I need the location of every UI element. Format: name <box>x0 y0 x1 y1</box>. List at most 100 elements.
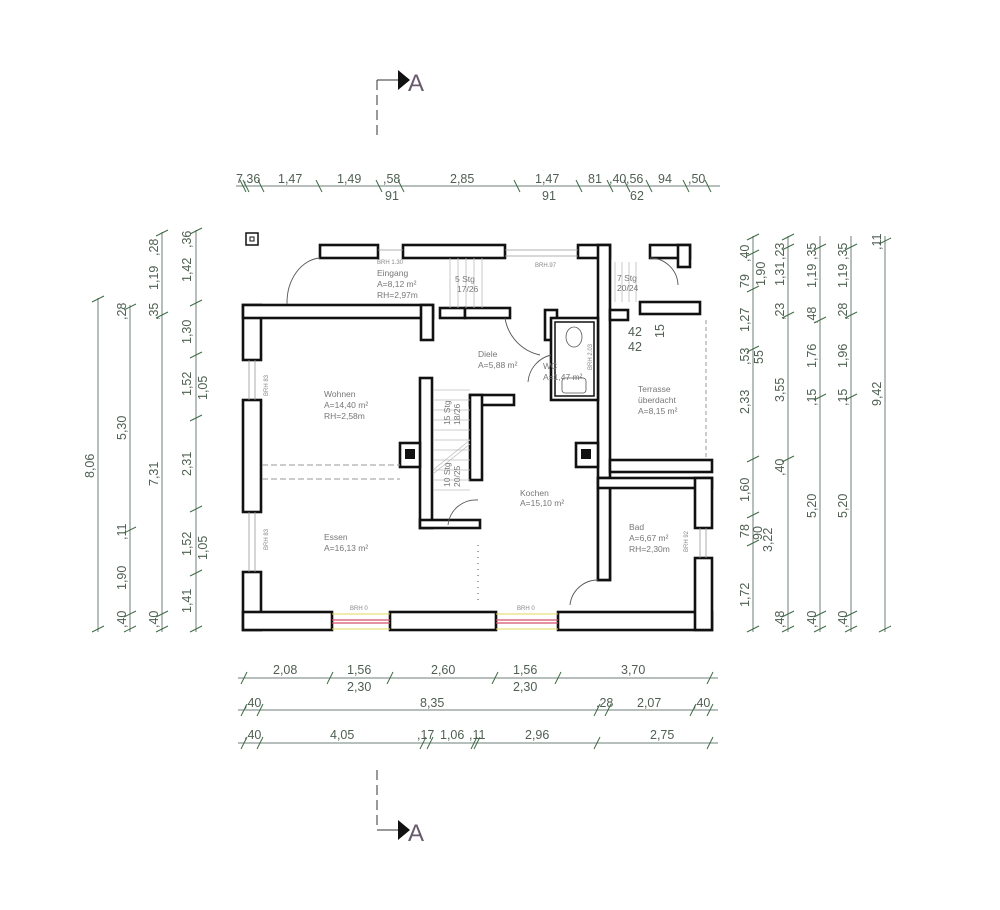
dim-label: 1,72 <box>738 583 752 607</box>
section-marker-bottom: A <box>376 770 424 847</box>
dim-label: 1,56 <box>347 663 371 677</box>
brh-label: BRH 92 <box>684 530 690 552</box>
dimension-left: 8,06 ,40 1,90 ,11 5,30 ,28 ,40 7,31 ,35 … <box>83 227 210 633</box>
dim-label: 1,76 <box>805 344 819 368</box>
dim-label: ,35 <box>836 243 850 260</box>
brh-label: BRH.97 <box>535 263 557 269</box>
stair-label: 15 Stg <box>442 400 452 425</box>
dim-label: 1,19 <box>836 264 850 288</box>
stair-label: 5 Stg <box>455 274 475 284</box>
room-area: A=5,88 m² <box>478 360 518 370</box>
dim-label: 3,70 <box>621 663 645 677</box>
dim-label: ,28 <box>115 303 129 320</box>
dim-label: 8,06 <box>83 454 97 478</box>
section-arrow-icon <box>398 820 410 840</box>
dimension-right: 1,72 78 90 3,22 1,60 2,33 ,53 55 1,27 79… <box>738 234 892 633</box>
dim-label: 1,47 <box>535 172 559 186</box>
room-area: A=6,67 m² <box>629 533 669 543</box>
dim-label: ,17 <box>417 728 434 742</box>
dim-label: ,53 <box>738 348 752 365</box>
room-terrasse: Terrasse überdacht A=8,15 m² <box>638 384 678 416</box>
toilet-icon <box>565 326 583 348</box>
dim-label: 9,42 <box>870 382 884 406</box>
dim-label: ,40 <box>693 696 710 710</box>
room-height: RH=2,97m <box>377 290 418 300</box>
stair-label: 17/26 <box>457 284 479 294</box>
dim-label: ,40 <box>244 728 261 742</box>
stair-entry: 5 Stg 17/26 <box>449 258 483 308</box>
dim-label: 2,75 <box>650 728 674 742</box>
room-height: RH=2,30m <box>629 544 670 554</box>
dim-label: 1,56 <box>513 663 537 677</box>
dim-label: 7,31 <box>147 462 161 486</box>
dim-label: ,28 <box>836 303 850 320</box>
dim-label: 1,90 <box>115 566 129 590</box>
dim-label: 1,19 <box>147 266 161 290</box>
section-label: A <box>408 820 424 847</box>
dim-label: 8,35 <box>420 696 444 710</box>
room-name: Diele <box>478 349 498 359</box>
dim-label: ,56 <box>626 172 643 186</box>
dim-label: 1,19 <box>805 264 819 288</box>
section-arrow-icon <box>398 70 410 90</box>
room-wohnen: Wohnen A=14,40 m² RH=2,58m <box>324 389 368 421</box>
dim-label: 1,52 <box>180 532 194 556</box>
dim-label: 55 <box>752 350 766 364</box>
dim-label: 94 <box>658 172 672 186</box>
stair-label: 7 Stg <box>617 273 637 283</box>
dim-label: ,28 <box>596 696 613 710</box>
dimension-top: 7,36 1,47 1,49 ,58 2,85 1,47 81 ,40 ,56 … <box>236 172 720 203</box>
room-name: Bad <box>629 522 644 532</box>
dim-label: ,23 <box>773 243 787 260</box>
dim-label: 2,60 <box>431 663 455 677</box>
dim-label: 1,52 <box>180 372 194 396</box>
dim-label: 2,30 <box>347 680 371 694</box>
dimension-bottom: 2,08 1,56 2,60 1,56 3,70 2,30 2,30 ,40 8… <box>238 663 718 750</box>
column-marker-icon <box>245 232 259 246</box>
dim-label: 3,55 <box>773 378 787 402</box>
dim-label: 5,20 <box>836 494 850 518</box>
room-area: A=1,47 m² <box>543 372 583 382</box>
brh-label: BRH 0 <box>350 606 368 612</box>
dim-label: 2,85 <box>450 172 474 186</box>
dim-label: 1,06 <box>440 728 464 742</box>
dim-label: 2,31 <box>180 452 194 476</box>
dim-label: 78 <box>738 524 752 538</box>
section-marker-top: A <box>376 70 424 140</box>
dim-label: 1,47 <box>278 172 302 186</box>
room-name: Terrasse <box>638 384 671 394</box>
section-label: A <box>408 70 424 97</box>
walls <box>241 243 714 632</box>
dim-label: ,50 <box>688 172 705 186</box>
room-bad: Bad A=6,67 m² RH=2,30m <box>629 522 670 554</box>
room-area: A=8,15 m² <box>638 406 678 416</box>
dim-label: 1,49 <box>337 172 361 186</box>
dim-label: ,58 <box>383 172 400 186</box>
dim-label: 1,60 <box>738 478 752 502</box>
room-wc: WC A=1,47 m² <box>543 361 583 382</box>
dim-label: 91 <box>385 189 399 203</box>
room-essen: Essen A=16,13 m² <box>324 532 368 553</box>
dim-label: 1,31 <box>773 262 787 286</box>
dim-label: 90 <box>751 526 765 540</box>
stair-label: 10 Stg <box>442 462 452 487</box>
stair-label: 20/24 <box>617 283 639 293</box>
dim-label: 1,05 <box>196 536 210 560</box>
stair-terrace: 7 Stg 20/24 <box>614 262 639 302</box>
dim-label: ,36 <box>180 231 194 248</box>
dim-label: 81 <box>588 172 602 186</box>
dim-label: ,11 <box>870 234 884 250</box>
dim-label: ,40 <box>805 611 819 628</box>
sink-icon <box>561 377 587 394</box>
room-area: A=16,13 m² <box>324 543 368 553</box>
dim-label: 2,33 <box>738 390 752 414</box>
dim-label: 91 <box>542 189 556 203</box>
dim-label: 4,05 <box>330 728 354 742</box>
brh-label: BRH 2.03 <box>588 343 594 370</box>
dim-label: 1,30 <box>180 320 194 344</box>
room-name: Essen <box>324 532 348 542</box>
room-kochen: Kochen A=15,10 m² <box>520 488 564 508</box>
dim-label: 42 <box>628 340 642 354</box>
dim-label: 3,22 <box>761 528 775 552</box>
brh-label: BRH 0 <box>517 606 535 612</box>
